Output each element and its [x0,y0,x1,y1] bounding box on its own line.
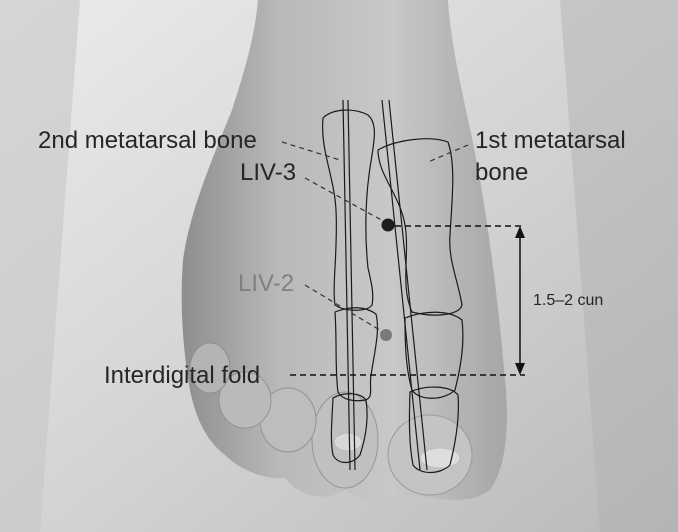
label-2nd-metatarsal-bone: 2nd metatarsal bone [38,127,257,154]
leader-line-2nd-metatarsal [281,141,341,161]
label-liv3: LIV-3 [240,159,296,186]
label-1st-metatarsal-line2: bone [475,159,528,186]
label-interdigital-fold: Interdigital fold [104,362,260,389]
distance-dimension-arrow [515,226,525,375]
second-metatarsal-bone [321,99,379,471]
liv2-point [380,329,392,341]
leader-line-liv2 [304,284,384,333]
surface-fold [0,0,80,532]
first-metatarsal-bone [377,99,464,474]
leader-line-1st-metatarsal [427,144,469,163]
label-distance: 1.5–2 cun [533,292,603,309]
surface-shadow [560,0,678,532]
label-1st-metatarsal-line1: 1st metatarsal [475,127,626,154]
toes [189,342,473,496]
label-liv2: LIV-2 [238,270,294,297]
liv3-point [381,218,395,232]
leader-line-liv3 [304,177,386,223]
